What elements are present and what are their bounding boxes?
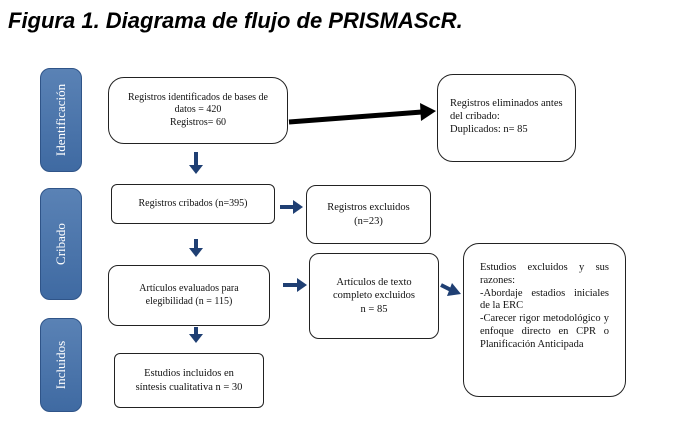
stage-incluidos: Incluidos	[40, 318, 82, 412]
excluded-line-2: (n=23)	[354, 215, 383, 227]
reasons-item-2: -Carecer rigor metodológico y enfoque di…	[480, 313, 609, 350]
arrow-fulltext-to-reasons	[440, 283, 461, 296]
identified-line-2: datos = 420	[174, 104, 222, 116]
box-removed-records: Registros eliminados antes del cribado: …	[437, 74, 576, 162]
box-excluded-records: Registros excluidos (n=23)	[306, 185, 431, 244]
arrow-screened-to-excluded	[280, 200, 303, 214]
excluded-line-1: Registros excluidos	[327, 202, 410, 214]
evaluated-line-2: elegibilidad (n = 115)	[145, 295, 233, 307]
arrow-to-removed	[288, 103, 436, 125]
box-included-studies: Estudios incluidos en síntesis cualitati…	[114, 353, 264, 408]
fulltext-line-2: completo excluidos	[333, 290, 415, 302]
arrow-evaluated-to-fulltext	[283, 278, 307, 292]
fulltext-line-1: Artículos de texto	[336, 277, 412, 289]
arrow-identified-to-screened	[189, 152, 203, 174]
identified-line-3: Registros= 60	[170, 116, 226, 128]
removed-line-3: Duplicados: n= 85	[450, 124, 528, 136]
stage-identificacion: Identificación	[40, 68, 82, 172]
figure-title: Figura 1. Diagrama de flujo de PRISMAScR…	[8, 8, 463, 33]
reasons-heading: Estudios excluidos y sus razones:	[480, 262, 609, 286]
identified-line-1: Registros identificados de bases de	[128, 91, 268, 103]
included-line-1: Estudios incluidos en	[144, 368, 234, 380]
box-identified-records: Registros identificados de bases de dato…	[108, 77, 288, 144]
screened-line-1: Registros cribados (n=395)	[138, 197, 248, 209]
arrow-evaluated-to-included	[189, 327, 203, 343]
stage-cribado: Cribado	[40, 188, 82, 300]
box-fulltext-excluded: Artículos de texto completo excluidos n …	[309, 253, 439, 339]
included-line-2: síntesis cualitativa n = 30	[135, 381, 243, 393]
box-evaluated-articles: Artículos evaluados para elegibilidad (n…	[108, 265, 270, 326]
reasons-item-1: -Abordaje estadios iniciales de la ERC	[480, 287, 609, 312]
box-screened-records: Registros cribados (n=395)	[111, 184, 275, 224]
removed-line-2: del cribado:	[450, 111, 500, 123]
removed-line-1: Registros eliminados antes	[450, 98, 563, 109]
arrow-screened-to-evaluated	[189, 239, 203, 257]
evaluated-line-1: Artículos evaluados para	[139, 283, 239, 294]
box-exclusion-reasons: Estudios excluidos y sus razones: -Abord…	[463, 243, 626, 397]
fulltext-line-3: n = 85	[360, 303, 388, 315]
